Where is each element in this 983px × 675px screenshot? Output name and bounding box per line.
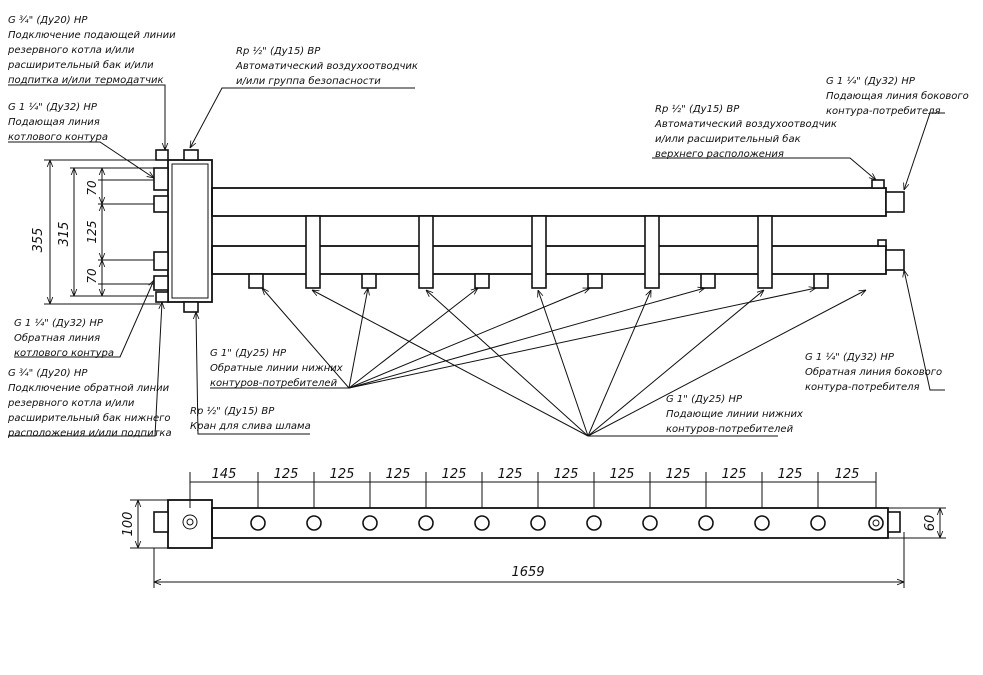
dim-100: 100 <box>121 512 136 537</box>
vertical-dimensions: 355 315 70 125 70 <box>31 159 160 305</box>
dim-70-top: 70 <box>85 180 99 196</box>
supply-chamber <box>211 187 887 217</box>
dim-145: 145 <box>212 467 237 482</box>
dim-125-6: 125 <box>554 467 579 482</box>
label-boiler-return: G 1 ¼" (Ду32) НР Обратная линия котловог… <box>14 317 114 359</box>
dim-125: 125 <box>85 221 99 244</box>
label-drain-valve: Rp ½" (Ду15) ВР Кран для слива шлама <box>190 405 311 432</box>
front-view: 355 315 70 125 70 <box>7 15 972 439</box>
side-supply-fitting <box>885 191 905 213</box>
side-return-fitting <box>885 249 905 271</box>
label-side-supply: G 1 ¼" (Ду32) НР Подающая линия бокового… <box>826 75 972 117</box>
dim-125-7: 125 <box>610 467 635 482</box>
boiler-return-fitting <box>153 251 169 271</box>
separator-top-fitting <box>183 149 199 161</box>
risers <box>305 215 773 289</box>
dim-125-3: 125 <box>386 467 411 482</box>
dim-1659: 1659 <box>511 565 544 580</box>
dim-125-9: 125 <box>722 467 747 482</box>
label-boiler-supply: G 1 ¼" (Ду32) НР Подающая линия котловог… <box>8 101 108 143</box>
return-fan-lines <box>210 288 816 389</box>
dim-125-2: 125 <box>330 467 355 482</box>
label-side-return: G 1 ¼" (Ду32) НР Обратная линия бокового… <box>805 351 945 393</box>
dim-125-4: 125 <box>442 467 467 482</box>
air-vent-right <box>871 179 885 189</box>
leader-lines <box>8 84 945 437</box>
boiler-return-fitting-2 <box>153 275 169 291</box>
outlet-circles <box>250 515 884 531</box>
dim-315: 315 <box>57 222 72 247</box>
label-return-lines-lower: G 1" (Ду25) НР Обратные линии нижних кон… <box>210 348 346 389</box>
dim-70-bottom: 70 <box>85 268 99 284</box>
dim-125-11: 125 <box>835 467 860 482</box>
separator-bottom-fitting <box>183 301 199 313</box>
top-dim-labels: 145 125 125 125 125 125 125 125 125 125 … <box>212 467 860 482</box>
hydraulic-separator <box>167 159 213 303</box>
dim-125-5: 125 <box>498 467 523 482</box>
label-supply-lines-lower: G 1" (Ду25) НР Подающие линии нижних кон… <box>666 394 806 435</box>
dim-125-10: 125 <box>778 467 803 482</box>
supply-fan-lines <box>312 290 866 437</box>
dim-125-1: 125 <box>274 467 299 482</box>
dim-355: 355 <box>31 228 46 253</box>
label-reserve-boiler-return: G ¾" (Ду20) НР Подключение обратной лини… <box>7 368 174 439</box>
label-reserve-boiler-supply: G ¾" (Ду20) НР Подключение подающей лини… <box>7 15 179 86</box>
top-view: 145 125 125 125 125 125 125 125 125 125 … <box>121 467 946 588</box>
top-dim-lines <box>189 472 877 508</box>
dim-60: 60 <box>923 515 938 532</box>
boiler-supply-fitting <box>153 167 169 191</box>
label-air-vent-top: Rp ½" (Ду15) ВР Автоматический воздухоот… <box>235 45 421 87</box>
boiler-supply-fitting-2 <box>153 195 169 213</box>
label-air-vent-right: Rp ½" (Ду15) ВР Автоматический воздухоот… <box>654 103 840 160</box>
outlet-stubs <box>248 273 829 289</box>
dim-125-8: 125 <box>666 467 691 482</box>
